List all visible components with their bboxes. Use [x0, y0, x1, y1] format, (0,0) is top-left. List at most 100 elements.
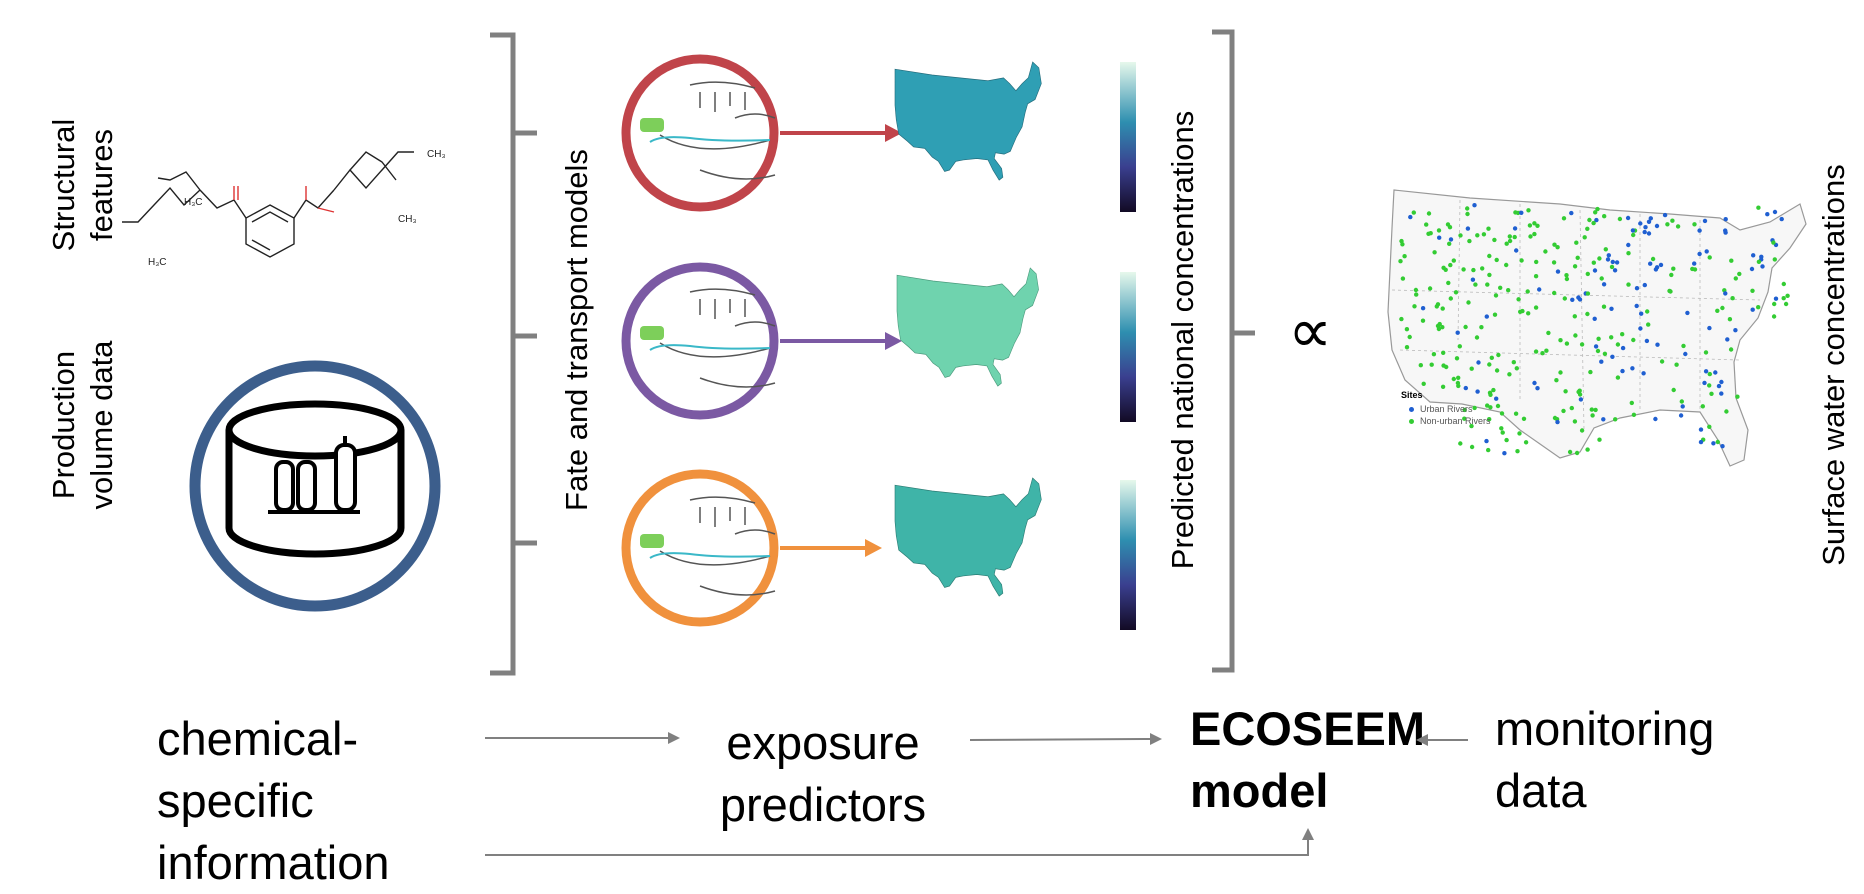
- site-dot: [1702, 218, 1708, 224]
- ecoseem-line1: ECOSEEM: [1190, 702, 1426, 755]
- right-ester-chain: [293, 189, 335, 219]
- site-dot: [1593, 210, 1598, 215]
- site-dot: [1680, 404, 1685, 409]
- site-dot: [1650, 256, 1656, 262]
- site-dot: [1471, 267, 1476, 273]
- site-dot: [1455, 380, 1461, 386]
- site-dot: [1494, 368, 1500, 373]
- site-dot: [1646, 322, 1651, 327]
- site-dot: [1533, 274, 1539, 279]
- site-dot: [1574, 450, 1580, 456]
- site-dot: [1404, 327, 1410, 332]
- site-dot: [1679, 399, 1685, 404]
- site-dot: [1504, 437, 1509, 443]
- site-dot: [1511, 360, 1517, 365]
- site-dot: [1399, 316, 1404, 322]
- site-dot: [1489, 355, 1495, 360]
- molecule-structure: [122, 151, 414, 258]
- factory-icon: [268, 436, 360, 514]
- site-dot: [1724, 409, 1729, 414]
- site-dot: [1605, 257, 1611, 262]
- site-dot: [1751, 253, 1756, 258]
- site-dot: [1662, 212, 1668, 218]
- ring-bond-inner-1: [251, 211, 289, 223]
- site-dot: [1399, 238, 1404, 244]
- site-dot: [1492, 312, 1498, 317]
- molecule-h3c-a: H₃C: [184, 197, 203, 208]
- site-dot: [1579, 428, 1585, 433]
- site-dot: [1697, 228, 1702, 233]
- site-dot: [1577, 297, 1583, 302]
- site-dot: [1558, 370, 1563, 375]
- site-dot: [1572, 314, 1578, 319]
- site-dot: [1735, 394, 1740, 399]
- site-dot: [1585, 271, 1591, 277]
- site-dot: [1498, 285, 1503, 290]
- map-legend-item-urban: Urban Rivers: [1409, 404, 1491, 414]
- site-dot: [1487, 272, 1492, 278]
- site-dot: [1476, 360, 1481, 365]
- site-dot: [1474, 335, 1480, 340]
- site-dot: [1492, 237, 1497, 243]
- prediction-map-2: [896, 267, 1039, 387]
- right-ethyl-branch: [349, 151, 397, 181]
- site-dot: [1517, 431, 1522, 436]
- site-dot: [1494, 396, 1499, 401]
- site-dot: [1504, 241, 1509, 246]
- site-dot: [1779, 216, 1784, 222]
- site-dot: [1592, 268, 1598, 273]
- site-dot: [1625, 215, 1631, 221]
- site-dot: [1683, 351, 1688, 357]
- site-dot: [1765, 212, 1770, 217]
- monitoring-sites: [1398, 203, 1790, 456]
- chemical-line2: specific: [157, 774, 314, 827]
- site-dot: [1733, 276, 1739, 281]
- site-dot: [1563, 389, 1568, 394]
- site-dot: [1485, 282, 1490, 287]
- monitoring-line1: monitoring: [1495, 702, 1715, 755]
- site-dot: [1470, 277, 1476, 282]
- site-dot: [1569, 210, 1574, 216]
- site-dot: [1626, 251, 1631, 256]
- site-dot: [1499, 411, 1505, 416]
- map-legend: Sites Urban Rivers Non-urban Rivers: [1401, 390, 1491, 426]
- site-dot: [1400, 276, 1406, 281]
- site-dot: [1480, 266, 1485, 271]
- model-arrows: [780, 124, 902, 557]
- site-dot: [1700, 404, 1706, 409]
- site-dot: [1467, 238, 1472, 244]
- site-dot: [1447, 241, 1452, 246]
- site-dot: [1558, 338, 1563, 343]
- site-dot: [1561, 408, 1566, 414]
- site-dot: [1411, 210, 1417, 215]
- site-dot: [1570, 297, 1575, 302]
- models-bracket: [490, 32, 537, 676]
- site-dot: [1630, 366, 1635, 371]
- site-dot: [1436, 228, 1442, 233]
- site-dot: [1626, 282, 1631, 287]
- site-dot: [1512, 226, 1518, 231]
- site-dot: [1631, 412, 1637, 417]
- site-dot: [1719, 391, 1724, 396]
- site-dot: [1462, 416, 1467, 421]
- site-dot: [1515, 449, 1520, 454]
- site-dot: [1523, 440, 1529, 445]
- site-dot: [1487, 253, 1492, 259]
- site-dot: [1592, 316, 1597, 321]
- site-dot: [1594, 217, 1599, 223]
- site-dot: [1434, 304, 1440, 309]
- site-dot: [1440, 306, 1445, 311]
- site-dot: [1631, 337, 1636, 343]
- site-dot: [1709, 391, 1714, 396]
- site-dot: [1707, 424, 1712, 429]
- site-dot: [1504, 262, 1509, 268]
- site-dot: [1729, 258, 1734, 263]
- site-dot: [1602, 351, 1608, 356]
- site-dot: [1631, 232, 1636, 238]
- site-dot: [1465, 226, 1471, 231]
- site-dot: [1639, 311, 1644, 316]
- model-circle-2: [621, 262, 779, 420]
- site-dot: [1448, 237, 1454, 242]
- site-dot: [1772, 257, 1778, 262]
- site-dot: [1593, 407, 1598, 413]
